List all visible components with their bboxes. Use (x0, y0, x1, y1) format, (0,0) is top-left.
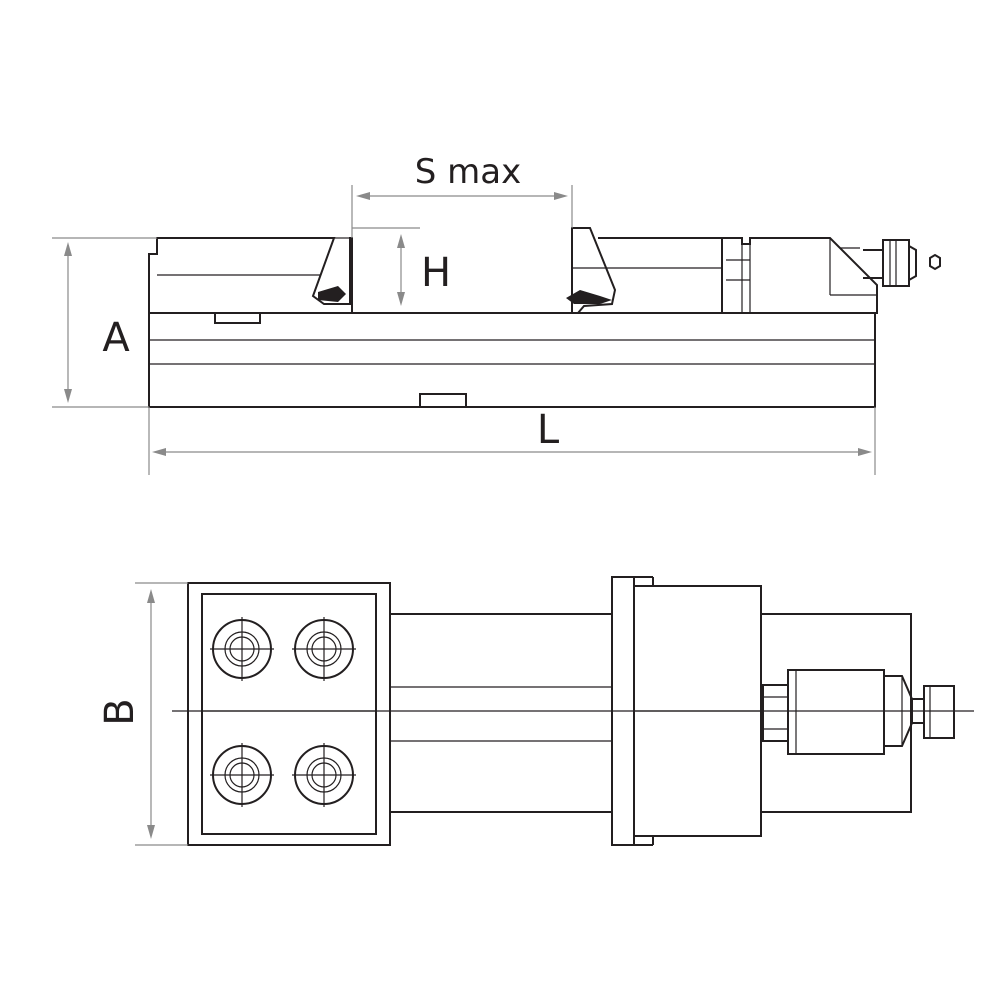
h-arrow-bottom (397, 292, 405, 306)
bolt-hole-top-left (210, 617, 274, 681)
guide-housing (761, 613, 912, 813)
b-dimension: B (97, 582, 188, 846)
spindle-neck (912, 698, 924, 724)
moving-jaw-insert (566, 290, 612, 304)
slide-body (598, 237, 723, 313)
l-arrow-left (152, 448, 166, 456)
bottom-key (419, 393, 467, 407)
bearing-housing (722, 237, 878, 314)
vise-base (148, 312, 876, 408)
smax-dimension: S max (351, 152, 573, 238)
a-arrow-bottom (64, 389, 72, 403)
top-view (172, 576, 974, 846)
a-label: A (102, 315, 130, 361)
l-dimension: L (148, 407, 876, 475)
smax-arrow-left (356, 192, 370, 200)
l-arrow-right (858, 448, 872, 456)
a-arrow-top (64, 242, 72, 256)
spindle-body (787, 669, 885, 755)
l-label: L (537, 407, 560, 453)
smax-arrow-right (554, 192, 568, 200)
jaw-plate-inner (201, 593, 377, 835)
h-arrow-top (397, 234, 405, 248)
a-dimension: A (52, 237, 157, 408)
spindle-tip (908, 245, 917, 281)
smax-label: S max (415, 152, 521, 192)
fixed-jaw-body (148, 237, 353, 313)
spindle-end-nut (923, 685, 955, 739)
spindle-gear (762, 684, 789, 742)
b-label: B (97, 698, 143, 725)
bolt-hole-bottom-left (210, 743, 274, 807)
side-view (148, 227, 941, 408)
b-arrow-top (147, 589, 155, 603)
hex-end (929, 253, 941, 271)
bolt-hole-bottom-right (292, 743, 356, 807)
fixed-jaw-slot (214, 313, 261, 324)
h-label: H (421, 250, 451, 296)
jaw-plate-outer (187, 582, 391, 846)
bolt-hole-top-right (292, 617, 356, 681)
fixed-jaw-insert (318, 286, 346, 302)
b-arrow-bottom (147, 825, 155, 839)
h-dimension: H (352, 227, 451, 306)
